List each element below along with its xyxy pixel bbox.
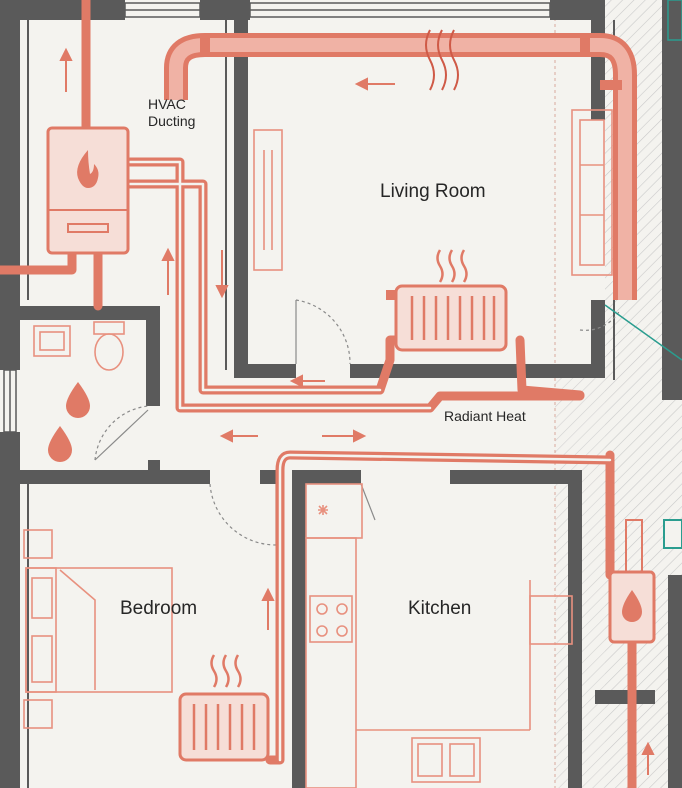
radiator-living	[386, 284, 508, 352]
nightstand-top	[23, 529, 53, 559]
boiler	[46, 126, 130, 255]
kitchen-fan-icon	[318, 505, 328, 515]
bathroom-sink	[33, 325, 71, 357]
kitchen-sink	[411, 737, 481, 783]
exterior-accent	[604, 0, 682, 361]
water-drop-icon-2	[48, 426, 72, 462]
radiant-heat-label: Radiant Heat	[444, 408, 526, 424]
flame-icon	[77, 150, 99, 188]
living-room-label: Living Room	[380, 181, 486, 202]
kitchen-counter-left	[305, 537, 357, 788]
sofa	[571, 109, 613, 276]
water-heater	[608, 519, 682, 644]
stove	[309, 595, 353, 643]
toilet-bowl	[94, 333, 124, 371]
water-drop-icon-heater	[622, 590, 642, 622]
fixtures	[23, 109, 613, 788]
fridge	[529, 595, 573, 645]
nightstand-bottom	[23, 699, 53, 729]
flow-arrow-icons	[59, 47, 655, 775]
heat-waves-icon-bedroom	[210, 654, 242, 688]
hvac-ducting	[164, 29, 637, 300]
hvac-ducting-label: HVAC Ducting	[148, 96, 196, 129]
bedroom-label: Bedroom	[120, 598, 198, 619]
radiator-bedroom	[178, 692, 270, 762]
water-drop-icon-1	[66, 382, 90, 418]
heating-pipes-inner	[128, 160, 612, 762]
heat-waves-icon-living	[436, 249, 468, 283]
windows	[3, 2, 551, 433]
kitchen-label: Kitchen	[408, 598, 472, 619]
tv-console	[253, 129, 283, 271]
